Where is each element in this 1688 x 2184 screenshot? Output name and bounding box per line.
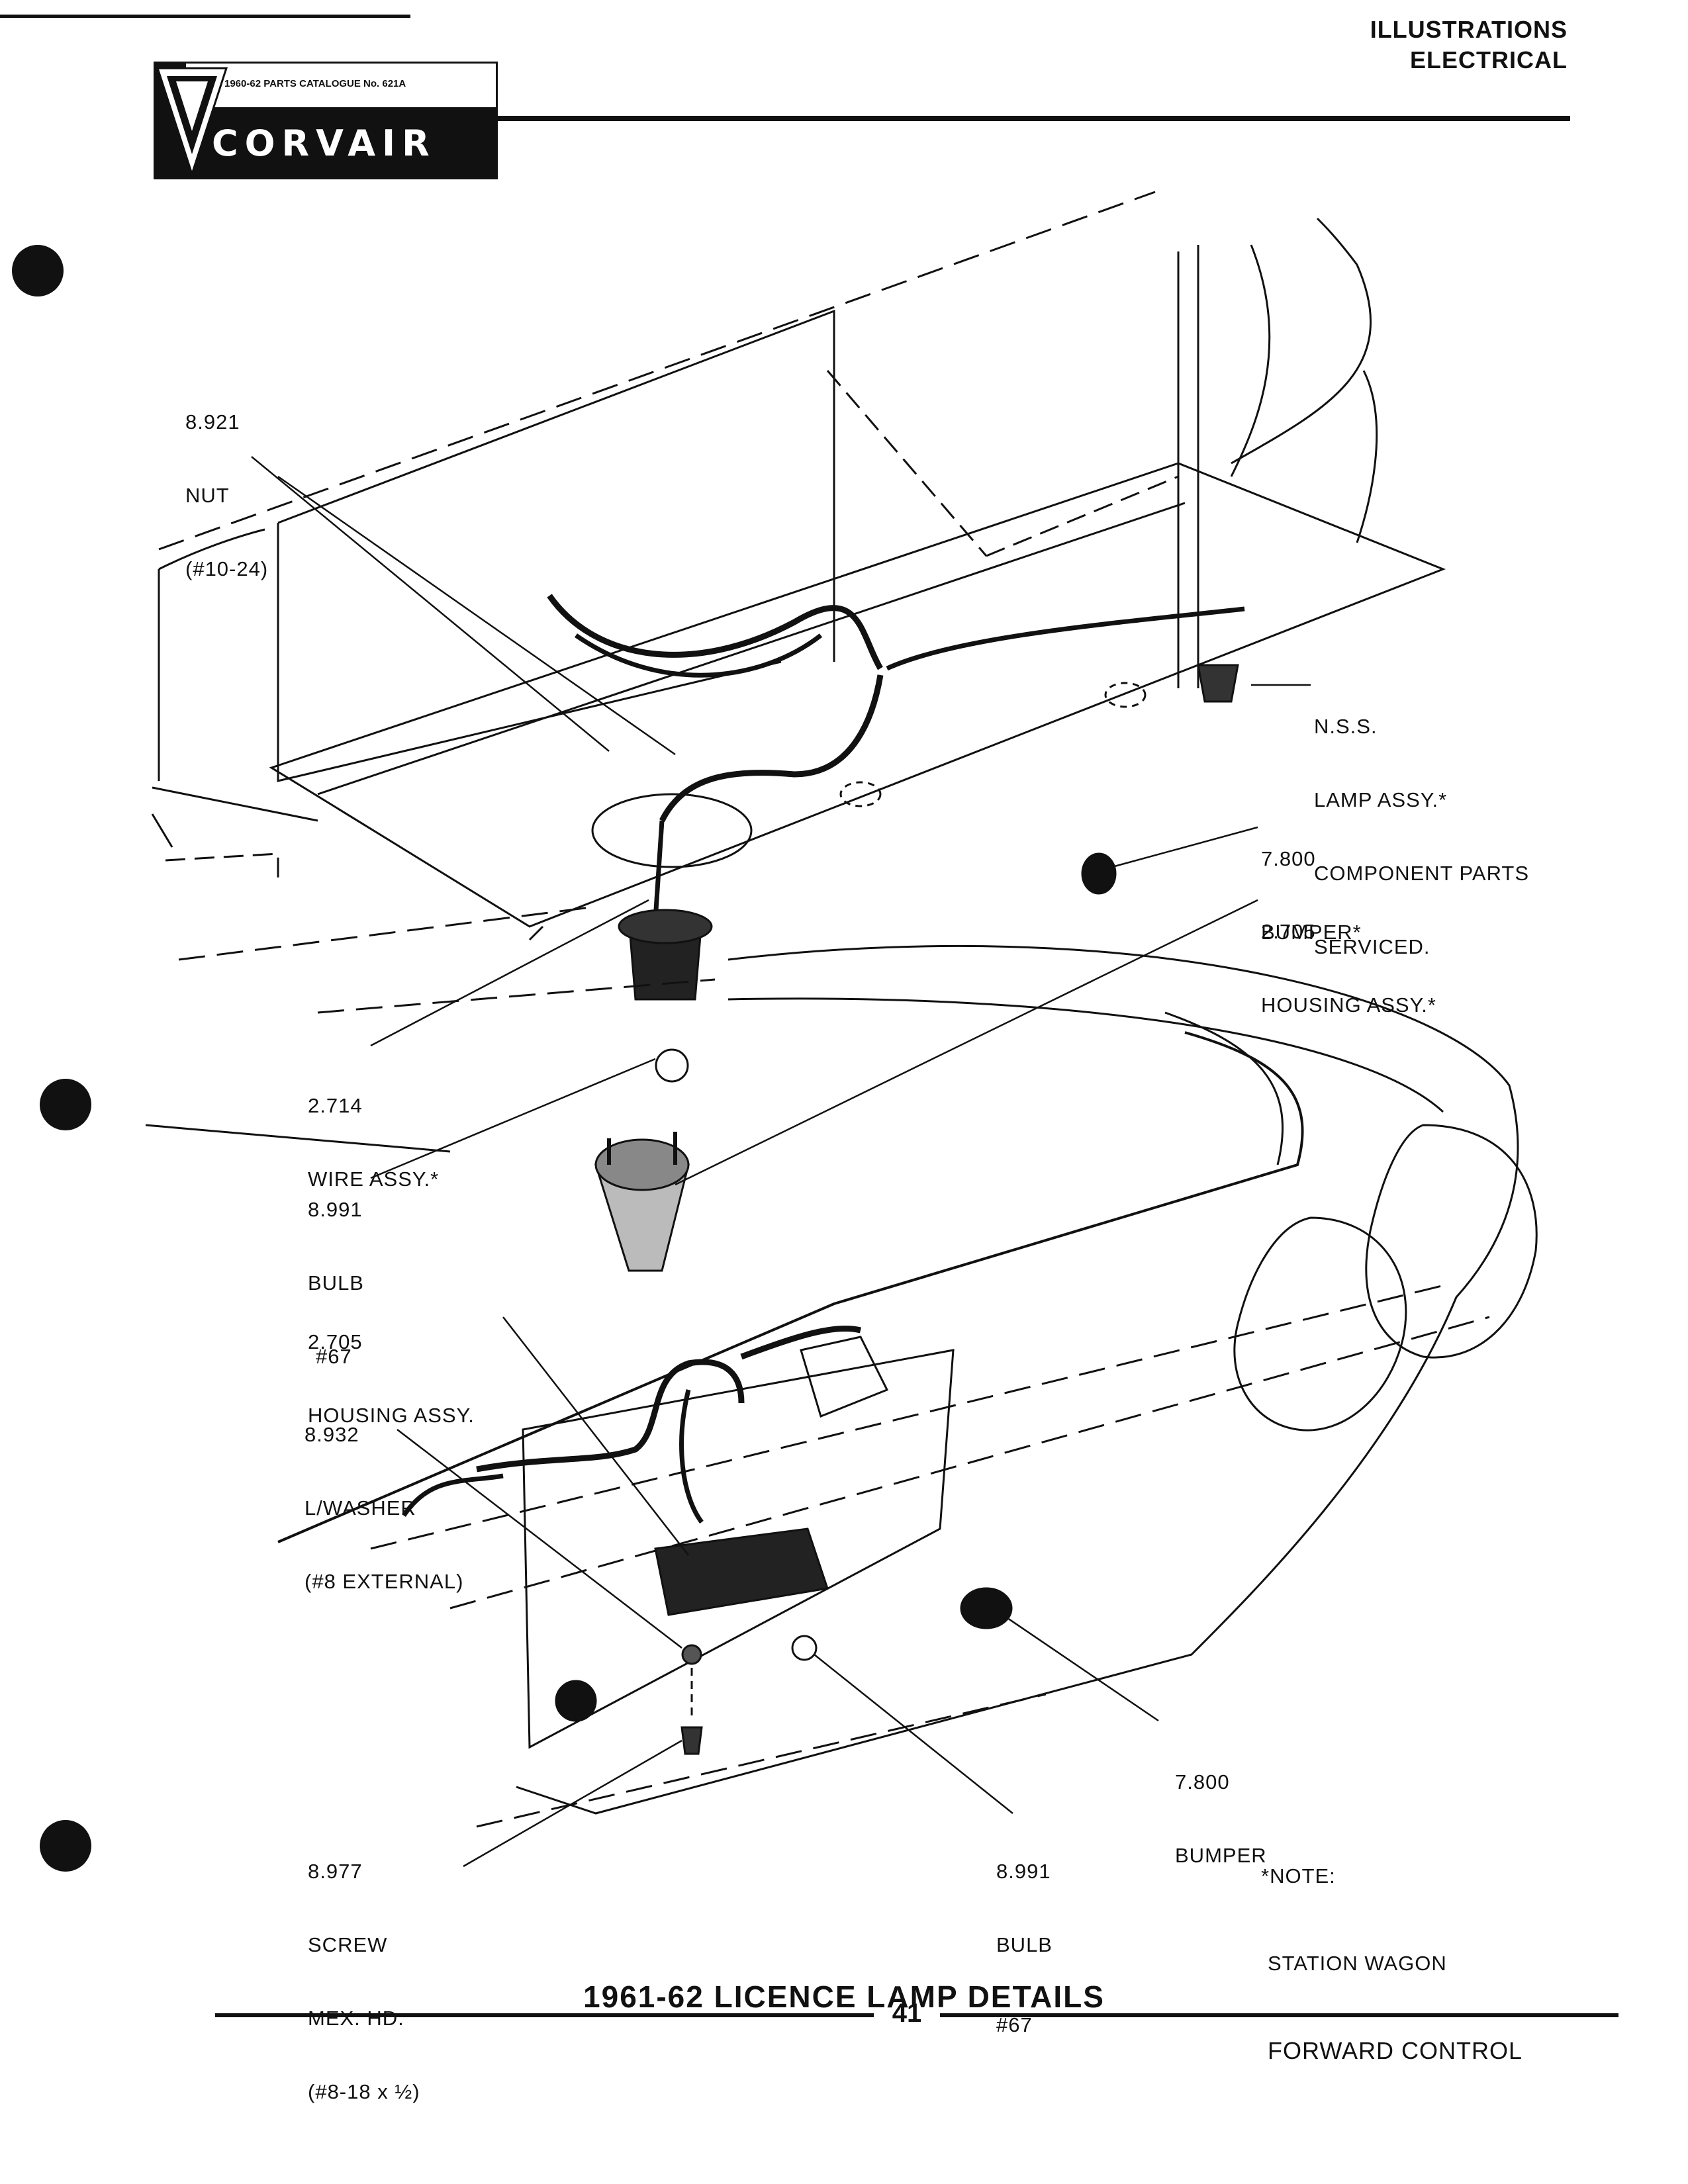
callout-wire-assy: 2.714 WIRE ASSY.*: [308, 1044, 439, 1240]
callout-bulb-lower: 8.991 BULB #67: [996, 1810, 1053, 2086]
note: *NOTE: STATION WAGON FORWARD CONTROL: [1261, 1803, 1523, 2124]
callout-nut-name: NUT: [185, 484, 230, 507]
figure-title: 1961-62 LICENCE LAMP DETAILS: [583, 1979, 1105, 2014]
section-line-1: ILLUSTRATIONS: [1370, 16, 1568, 43]
callout-lock-washer: 8.932 L/WASHER (#8 EXTERNAL): [305, 1373, 463, 1643]
callout-housing-upper: 2.705 HOUSING ASSY.*: [1261, 870, 1436, 1066]
callout-housing-lower: 2.705 HOUSING ASSY.: [308, 1281, 475, 1477]
callout-bumper-lower-name: BUMPER: [1175, 1844, 1267, 1867]
section-heading: ILLUSTRATIONS ELECTRICAL: [1370, 15, 1568, 75]
callout-bulb-upper-number: 8.991: [308, 1198, 363, 1221]
note-line-2: STATION WAGON: [1268, 1952, 1447, 1975]
callout-bumper-lower: 7.800 BUMPER: [1175, 1721, 1267, 1917]
callout-lamp-assy-extra2: SERVICED.: [1314, 935, 1430, 958]
corvair-crest-icon: [156, 67, 228, 177]
footer-rule-left: [215, 2013, 874, 2017]
callout-lamp-assy-number: N.S.S.: [1314, 715, 1378, 738]
callout-bulb-upper-name: BULB: [308, 1271, 364, 1295]
brand-name: CORVAIR: [212, 122, 436, 164]
callout-bulb-lower-number: 8.991: [996, 1860, 1051, 1883]
callout-screw-extra1: MEX. HD.: [308, 2007, 404, 2030]
note-line-3: FORWARD CONTROL: [1268, 2037, 1523, 2064]
footer-rule-right: [940, 2013, 1618, 2017]
callout-lock-washer-spec: (#8 EXTERNAL): [305, 1570, 464, 1593]
binder-hole-middle: [40, 1079, 91, 1130]
callout-bulb-upper: 8.991 BULB #67: [308, 1148, 364, 1418]
callout-housing-lower-name: HOUSING ASSY.: [308, 1404, 475, 1427]
binder-hole-top: [12, 245, 64, 296]
callout-lamp-assy-extra1: COMPONENT PARTS: [1314, 862, 1530, 885]
note-heading: *NOTE:: [1261, 1864, 1336, 1888]
callout-lock-washer-name: L/WASHER: [305, 1496, 416, 1520]
header-rule: [498, 116, 1570, 121]
callout-bumper-lower-number: 7.800: [1175, 1770, 1230, 1794]
callout-bulb-upper-spec: #67: [316, 1345, 352, 1368]
callout-housing-lower-number: 2.705: [308, 1330, 363, 1353]
callout-screw-name: SCREW: [308, 1933, 388, 1956]
callout-lamp-assy: N.S.S. LAMP ASSY.* COMPONENT PARTS SERVI…: [1314, 665, 1529, 1008]
callout-wire-assy-number: 2.714: [308, 1094, 363, 1117]
callout-screw: 8.977 SCREW MEX. HD. (#8-18 x ½): [308, 1810, 420, 2153]
page-number: 41: [892, 1999, 922, 2028]
callout-housing-upper-name: HOUSING ASSY.*: [1261, 993, 1436, 1017]
binder-hole-bottom: [40, 1820, 91, 1872]
callout-bumper-upper-number: 7.800: [1261, 847, 1316, 870]
top-rule: [0, 15, 410, 18]
corvair-badge: 1960-62 PARTS CATALOGUE No. 621A CORVAIR: [154, 62, 498, 179]
callout-bulb-lower-name: BULB: [996, 1933, 1053, 1956]
callout-nut-spec: (#10-24): [185, 557, 269, 580]
callout-wire-assy-name: WIRE ASSY.*: [308, 1167, 440, 1191]
catalog-number: 1960-62 PARTS CATALOGUE No. 621A: [224, 78, 406, 89]
callout-screw-spec: (#8-18 x ½): [308, 2080, 420, 2103]
callout-bumper-upper-name: BUMPER*: [1261, 921, 1362, 944]
callout-lamp-assy-name: LAMP ASSY.*: [1314, 788, 1448, 811]
callout-nut: 8.921 NUT (#10-24): [185, 361, 268, 630]
callout-screw-number: 8.977: [308, 1860, 363, 1883]
callout-nut-number: 8.921: [185, 410, 240, 433]
callout-lock-washer-number: 8.932: [305, 1423, 359, 1446]
callout-housing-upper-number: 2.705: [1261, 920, 1316, 943]
callout-bumper-upper: 7.800 BUMPER*: [1261, 797, 1362, 993]
section-line-2: ELECTRICAL: [1410, 46, 1568, 73]
